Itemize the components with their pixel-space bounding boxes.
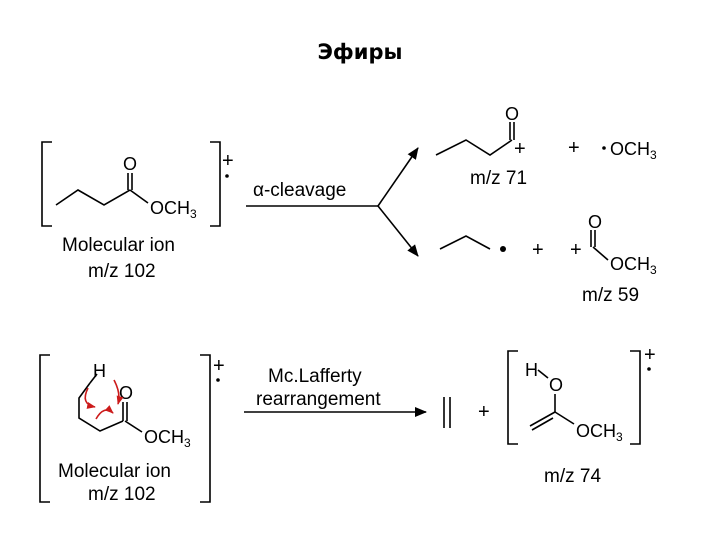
alpha-cleavage-label: α-cleavage: [253, 180, 346, 201]
carbon-chain: [55, 189, 131, 206]
group-och3: OCH: [610, 254, 650, 274]
carbon-chain: [435, 139, 513, 156]
right-bracket: [210, 141, 221, 227]
mz-label: m/z 74: [544, 466, 601, 487]
electron-flow-arrow: [113, 379, 124, 405]
molecular-ion-bottom: H O OCH3 + Molecular ion m/z 102: [39, 354, 225, 505]
svg-text:OCH3: OCH3: [576, 421, 623, 444]
cc-double-bond: [531, 417, 554, 431]
ethylene: [443, 397, 451, 428]
molecular-ion-top: O OCH3 + Molecular ion m/z 102: [41, 141, 234, 282]
product-carbomethoxy: + O OCH3 m/z 59: [570, 212, 657, 306]
left-bracket: [39, 354, 50, 503]
radical-dot: [602, 146, 606, 150]
subscript: 3: [190, 207, 197, 221]
right-bracket: [200, 354, 211, 503]
alpha-cleavage-arrow: α-cleavage: [246, 147, 419, 257]
product-acylium: O + m/z 71: [435, 104, 527, 189]
mclafferty-label-line2: rearrangement: [256, 389, 381, 410]
atom-o: O: [505, 104, 519, 124]
page-title: Эфиры: [317, 40, 403, 64]
svg-text:OCH3: OCH3: [150, 198, 197, 221]
charge-sign: +: [570, 239, 582, 261]
subscript: 3: [650, 148, 657, 162]
group-och3: OCH: [144, 427, 184, 447]
atom-o: O: [123, 154, 137, 174]
charge-sign: +: [222, 150, 234, 172]
mz-label: m/z 59: [582, 285, 639, 306]
radical-dot: [216, 378, 220, 382]
mz-label: m/z 71: [470, 168, 527, 189]
atom-o: O: [549, 375, 563, 395]
radical-dot: [500, 246, 506, 252]
charge-sign: +: [644, 344, 656, 366]
product-enol: H O OCH3 + m/z 74: [507, 344, 656, 487]
group-och3: OCH: [150, 198, 190, 218]
six-membered-ring: [78, 382, 124, 432]
plus-sign: +: [568, 137, 580, 159]
propyl-radical: [439, 235, 506, 252]
plus-sign: +: [478, 401, 490, 423]
atom-h: H: [93, 361, 106, 381]
methoxy-radical: OCH3: [602, 139, 657, 162]
radical-dot: [225, 174, 229, 178]
molecular-ion-label: Molecular ion: [62, 235, 175, 256]
ester-bond: [124, 420, 143, 433]
oh-bond: [537, 369, 549, 379]
radical-dot: [647, 367, 651, 371]
atom-o: O: [588, 212, 602, 232]
svg-text:OCH3: OCH3: [610, 139, 657, 162]
charge-sign: +: [514, 138, 526, 160]
plus-sign: +: [532, 239, 544, 261]
left-bracket: [41, 141, 52, 227]
svg-text:OCH3: OCH3: [610, 254, 657, 277]
ester-bond: [554, 411, 575, 425]
molecular-ion-label: Molecular ion: [58, 461, 171, 482]
subscript: 3: [184, 436, 191, 450]
charge-sign: +: [213, 355, 225, 377]
subscript: 3: [616, 430, 623, 444]
ester-bond: [129, 189, 149, 204]
mclafferty-arrow: Mc.Lafferty rearrangement: [244, 366, 427, 417]
group-och3: OCH: [576, 421, 616, 441]
cc-double-bond: [529, 411, 556, 427]
group-och3: OCH: [610, 139, 650, 159]
right-bracket: [630, 350, 641, 445]
atom-o: O: [119, 383, 133, 403]
mz-label: m/z 102: [88, 261, 156, 282]
subscript: 3: [650, 263, 657, 277]
svg-text:OCH3: OCH3: [144, 427, 191, 450]
electron-flow-arrow: [95, 405, 114, 420]
ester-bond: [592, 246, 609, 261]
carbon-chain: [439, 235, 491, 250]
gamma-ch-bond: [89, 373, 98, 384]
mclafferty-label-line1: Mc.Lafferty: [268, 366, 362, 387]
mz-label: m/z 102: [88, 484, 156, 505]
electron-flow-arrow: [84, 387, 96, 409]
left-bracket: [507, 350, 518, 445]
atom-h: H: [525, 360, 538, 380]
